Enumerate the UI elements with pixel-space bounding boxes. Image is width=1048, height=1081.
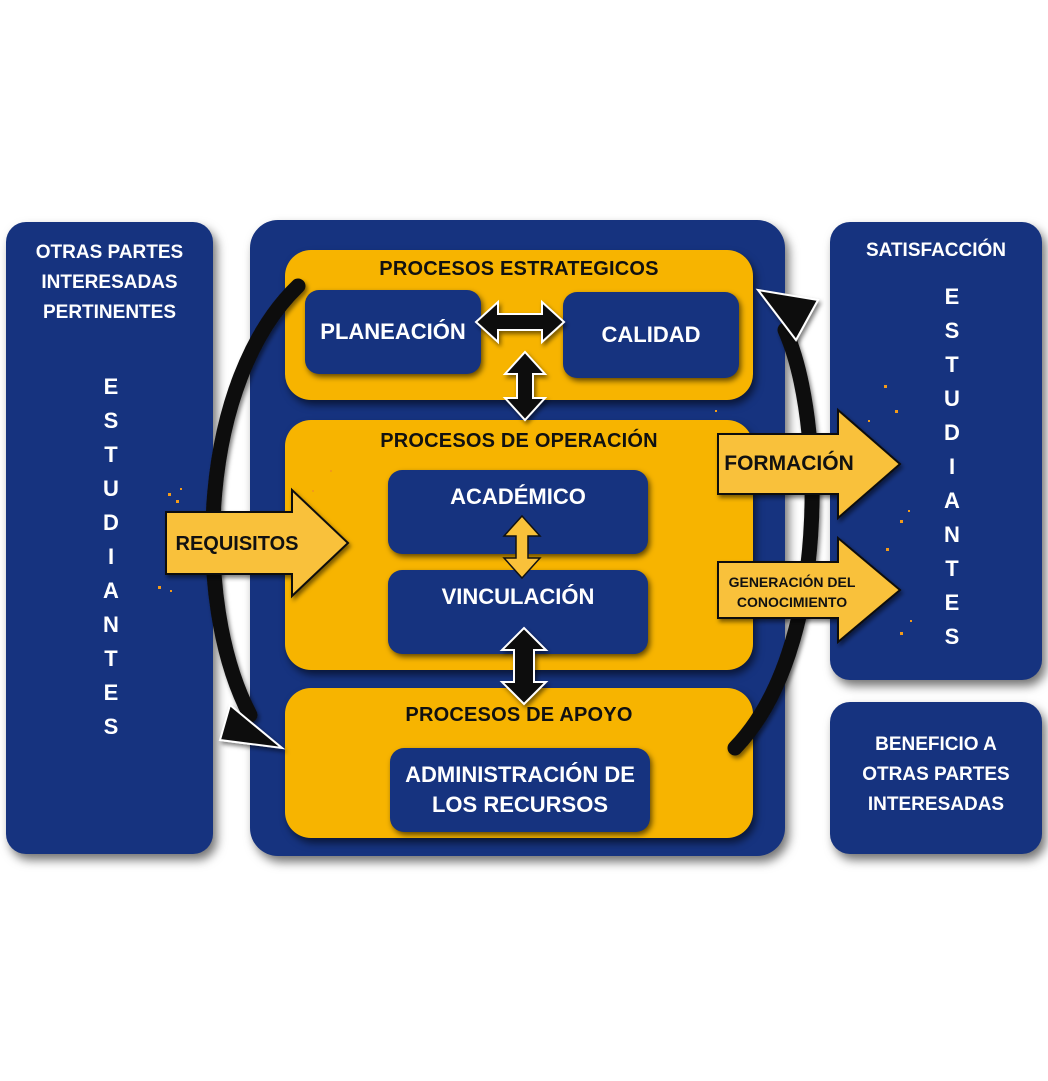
resources-line-2: LOS RECURSOS [431,792,609,817]
quality-label: CALIDAD [601,322,701,347]
vertical-letter: N [944,522,960,547]
vertical-letter: A [103,578,119,603]
training-arrow [717,407,902,521]
left-header-line-1: OTRAS PARTES [35,242,184,263]
operation-support-arrow [499,626,549,706]
vertical-letter: N [103,612,119,637]
training-label: FORMACIÓN [724,452,854,475]
planning-label: PLANEACIÓN [320,319,466,344]
right-cycle-arrowhead [755,288,820,342]
vertical-letter: T [104,646,118,671]
vertical-letter: E [103,374,119,399]
vertical-letter: S [103,714,119,739]
support-title: PROCESOS DE APOYO [405,704,633,726]
vertical-letter: D [944,420,960,445]
left-header-line-3: PERTINENTES [42,302,177,323]
knowledge-label: GENERACIÓN DEL CONOCIMIENTO [722,572,862,612]
vertical-letter: T [945,352,959,377]
sparkle-decoration [158,385,912,635]
academic-linkage-arrow [502,514,542,580]
knowledge-arrow [717,535,902,645]
vertical-letter: U [944,386,960,411]
vertical-letter: E [944,590,960,615]
vertical-letter: E [103,680,119,705]
operation-title: PROCESOS DE OPERACIÓN [380,430,658,452]
vertical-letter: I [948,454,956,479]
quality-box: CALIDAD [563,292,739,378]
requirements-arrow [165,487,350,599]
benefit-line-3: INTERESADAS [867,794,1005,815]
left-header-line-2: INTERESADAS [41,272,178,293]
knowledge-line-2: CONOCIMIENTO [736,594,848,610]
vertical-letter: A [944,488,960,513]
linkage-label: VINCULACIÓN [441,584,595,609]
right-cycle-arrow [727,322,820,756]
resources-box: ADMINISTRACIÓN DE LOS RECURSOS [390,748,650,832]
requirements-label: REQUISITOS [175,533,299,555]
vertical-letter: T [104,442,118,467]
academic-label: ACADÉMICO [450,484,586,509]
vertical-letter: T [945,556,959,581]
vertical-letter: E [944,284,960,309]
knowledge-line-1: GENERACIÓN DEL [728,574,856,590]
strategic-title: PROCESOS ESTRATEGICOS [379,258,659,280]
left-cycle-arrowhead [218,703,286,750]
benefit-text: BENEFICIO A OTRAS PARTES INTERESADAS [830,730,1042,820]
planning-box: PLANEACIÓN [305,290,481,374]
vertical-letter: I [107,544,115,569]
resources-line-1: ADMINISTRACIÓN DE [405,762,635,787]
satisfaction-title: SATISFACCIÓN [865,240,1007,261]
planning-quality-arrow [474,299,566,345]
benefit-line-1: BENEFICIO A [875,734,997,755]
vertical-letter: S [944,318,960,343]
vertical-letter: D [103,510,119,535]
vertical-letter: S [103,408,119,433]
left-panel-header: OTRAS PARTES INTERESADAS PERTINENTES [6,238,213,328]
right-bottom-panel: BENEFICIO A OTRAS PARTES INTERESADAS [830,702,1042,854]
left-cycle-arrow [205,278,306,723]
vertical-letter: U [103,476,119,501]
vertical-letter: S [944,624,960,649]
strategic-operation-arrow [502,350,548,422]
benefit-line-2: OTRAS PARTES [862,764,1010,785]
